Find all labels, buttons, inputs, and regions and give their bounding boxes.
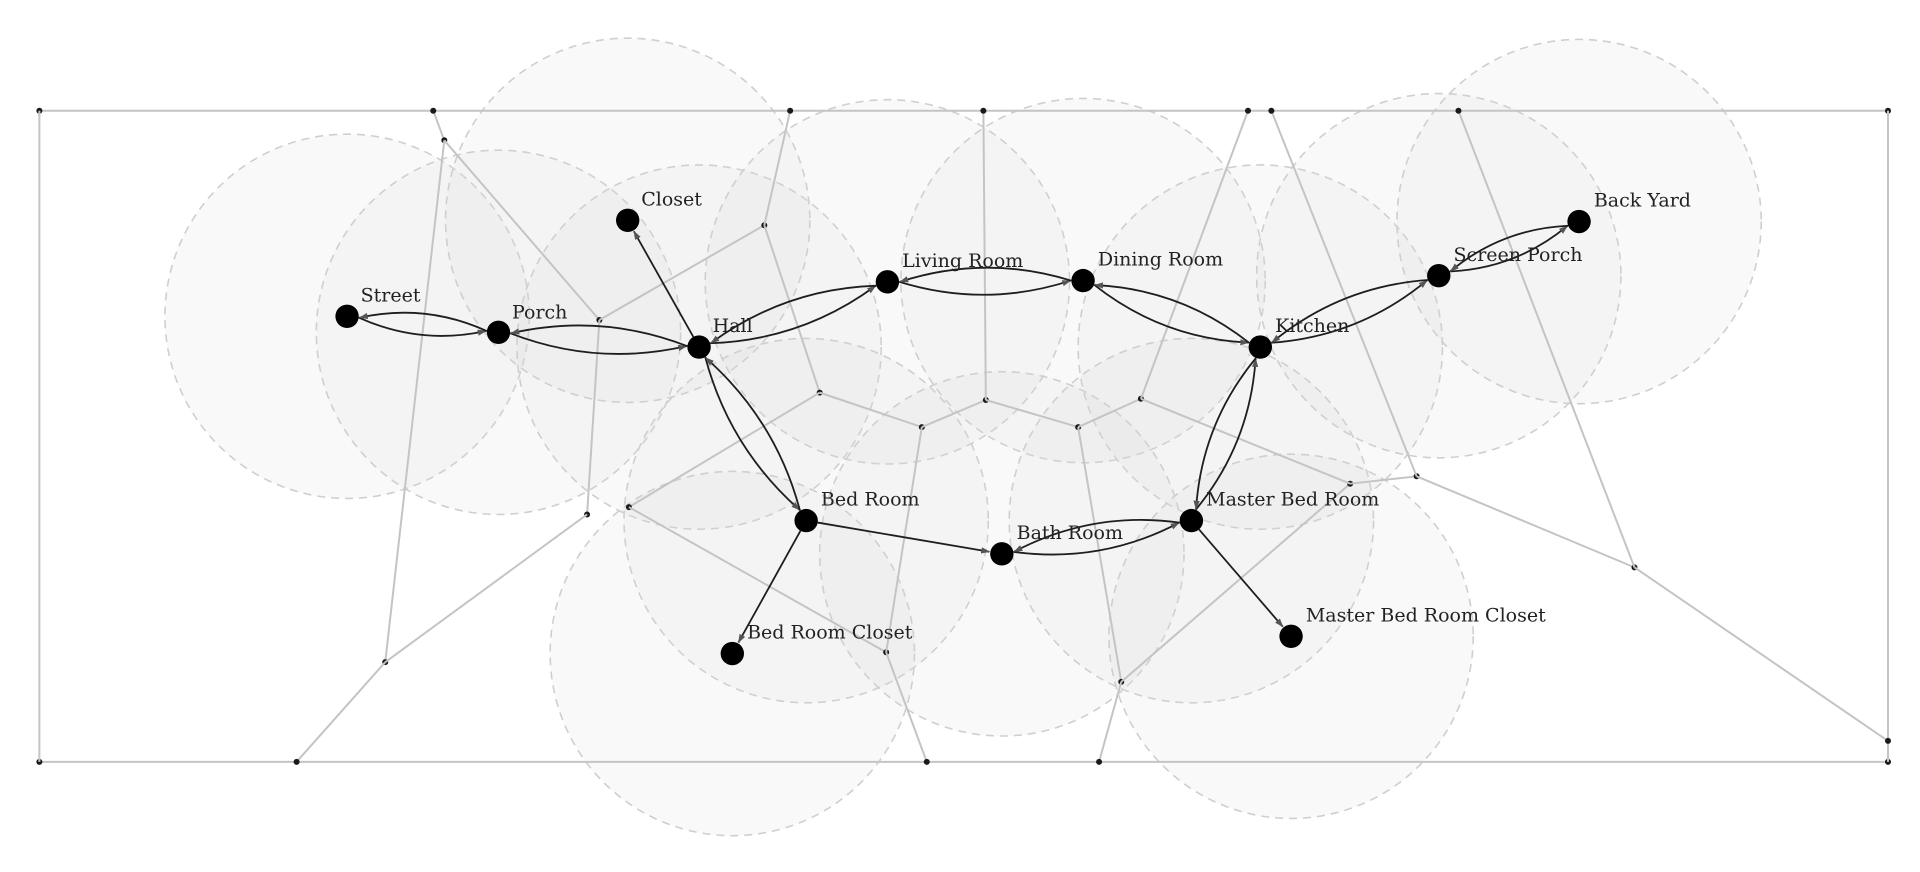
- edge-street-to-porch: [358, 316, 487, 337]
- voronoi-edge: [1098, 681, 1123, 763]
- label-screen-porch: Screen Porch: [1454, 244, 1583, 266]
- node-layer: [335, 208, 1591, 666]
- voronoi-layer: [36, 107, 1891, 765]
- voronoi-vertex: [1268, 107, 1275, 114]
- node-porch: [486, 320, 511, 344]
- node-back-yard: [1567, 209, 1591, 234]
- edge-hall-to-bed-room: [704, 356, 801, 511]
- edge-master-bed-room-to-bath-room: [1013, 519, 1180, 553]
- edge-bath-room-to-master-bed-room: [1013, 522, 1180, 556]
- label-dining-room: Dining Room: [1098, 249, 1223, 271]
- edge-dining-room-to-living-room: [899, 266, 1072, 283]
- edge-hall-to-closet: [633, 230, 695, 338]
- edge-porch-to-hall: [509, 332, 688, 355]
- label-master-bed-room-closet: Master Bed Room Closet: [1306, 604, 1546, 626]
- voronoi-edge: [1633, 566, 1889, 742]
- edge-kitchen-to-dining-room: [1094, 282, 1250, 344]
- voronoi-edge: [763, 110, 792, 226]
- voronoi-vertex: [1455, 107, 1462, 114]
- node-screen-porch: [1427, 264, 1451, 288]
- label-bed-room: Bed Room: [821, 489, 920, 511]
- voronoi-edge: [1077, 426, 1123, 683]
- node-bath-room: [990, 542, 1014, 566]
- voronoi-edge: [819, 391, 923, 429]
- voronoi-edge: [443, 139, 601, 321]
- voronoi-vertex: [980, 107, 987, 114]
- voronoi-vertex: [1245, 107, 1251, 114]
- voronoi-edge: [432, 110, 446, 141]
- node-closet: [616, 208, 640, 232]
- edge-bed-room-to-bed-room-closet: [737, 530, 802, 644]
- edge-hall-to-porch: [510, 324, 688, 348]
- voronoi-vertex: [1096, 758, 1103, 765]
- label-bath-room: Bath Room: [1017, 522, 1123, 544]
- voronoi-edge: [1140, 397, 1351, 485]
- node-bed-room: [794, 508, 818, 533]
- label-master-bed-room: Master Bed Room: [1206, 489, 1379, 511]
- voronoi-edge: [885, 426, 923, 653]
- voronoi-edge: [885, 651, 928, 763]
- node-hall: [687, 335, 711, 359]
- voronoi-edge: [628, 506, 887, 654]
- node-master-bed-room-closet: [1279, 624, 1303, 648]
- voronoi-edge: [1457, 110, 1636, 568]
- node-street: [335, 304, 359, 328]
- voronoi-edge: [598, 224, 765, 321]
- voronoi-edge: [628, 391, 821, 508]
- node-living-room: [875, 270, 900, 294]
- label-living-room: Living Room: [902, 250, 1023, 272]
- label-bed-room-closet: Bed Room Closet: [747, 622, 913, 644]
- voronoi-edge: [1270, 110, 1418, 477]
- edge-master-bed-room-to-kitchen: [1195, 357, 1259, 511]
- voronoi-edge: [1350, 475, 1417, 485]
- edge-screen-porch-to-kitchen: [1271, 279, 1428, 344]
- label-porch: Porch: [512, 302, 567, 324]
- edge-kitchen-to-master-bed-room: [1193, 357, 1257, 510]
- edge-porch-to-street: [358, 311, 488, 332]
- voronoi-edge: [295, 661, 386, 763]
- edge-back-yard-to-screen-porch: [1449, 224, 1569, 272]
- node-kitchen: [1248, 335, 1273, 359]
- edge-hall-to-living-room: [710, 285, 877, 345]
- node-halo-layer: [164, 37, 1763, 837]
- node-dining-room: [1071, 268, 1095, 293]
- label-back-yard: Back Yard: [1594, 190, 1691, 212]
- voronoi-edge: [384, 140, 446, 663]
- voronoi-vertex: [293, 758, 300, 765]
- edge-living-room-to-hall: [710, 284, 877, 344]
- label-street: Street: [361, 284, 421, 306]
- voronoi-edge: [921, 399, 987, 428]
- edge-layer: [358, 224, 1569, 644]
- edge-bed-room-to-hall: [705, 357, 801, 511]
- voronoi-vertex: [923, 758, 930, 765]
- edge-kitchen-to-screen-porch: [1271, 279, 1428, 344]
- label-closet: Closet: [641, 188, 702, 210]
- voronoi-vertex: [787, 107, 794, 114]
- node-bed-room-closet: [720, 641, 744, 666]
- voronoi-edge: [1077, 397, 1142, 428]
- voronoi-vertex: [430, 107, 437, 114]
- voronoi-edge: [1139, 110, 1249, 400]
- node-master-bed-room: [1179, 508, 1204, 533]
- voronoi-edge: [1416, 475, 1635, 569]
- edge-master-bed-room-to-master-bed-room-closet: [1198, 528, 1284, 628]
- voronoi-edge: [384, 513, 588, 663]
- voronoi-vertex: [1885, 737, 1891, 744]
- voronoi-edge: [1120, 482, 1351, 683]
- edge-screen-porch-to-back-yard: [1449, 225, 1568, 273]
- voronoi-edge: [985, 399, 1079, 429]
- edge-dining-room-to-kitchen: [1093, 284, 1250, 346]
- label-kitchen: Kitchen: [1275, 315, 1349, 337]
- edge-bed-room-to-bath-room: [817, 521, 991, 554]
- voronoi-edge: [982, 110, 987, 401]
- edge-living-room-to-dining-room: [898, 279, 1072, 296]
- label-hall: Hall: [713, 315, 753, 337]
- voronoi-edge: [763, 224, 821, 393]
